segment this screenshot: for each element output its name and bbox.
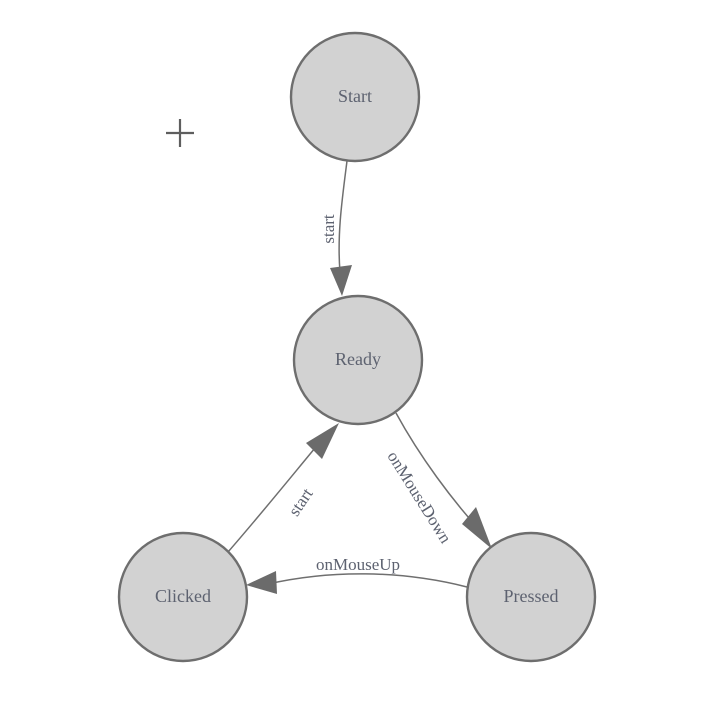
node-ready-label: Ready [335,349,381,369]
edge-path-clicked-to-ready[interactable] [227,441,321,553]
arrowhead-start-to-ready [330,265,352,296]
edge-pressed-to-clicked[interactable]: onMouseUp [246,555,468,594]
edge-label-pressed-to-clicked: onMouseUp [316,555,400,574]
edge-path-start-to-ready[interactable] [338,160,348,273]
node-clicked[interactable]: Clicked [117,531,249,663]
node-start-circle[interactable] [289,31,421,163]
arrowhead-clicked-to-ready [306,423,339,459]
edge-label-clicked-to-ready: start [285,484,317,519]
edge-clicked-to-ready[interactable]: start [227,423,339,553]
edge-start-to-ready[interactable]: start [319,160,352,296]
node-ready-circle[interactable] [292,294,424,426]
node-clicked-circle[interactable] [117,531,249,663]
edge-label-ready-to-pressed: onMouseDown [384,448,456,547]
node-clicked-label: Clicked [155,586,211,606]
node-ready[interactable]: Ready [292,294,424,426]
edge-path-pressed-to-clicked[interactable] [267,573,468,588]
node-pressed-circle[interactable] [465,531,597,663]
node-pressed[interactable]: Pressed [465,531,597,663]
crosshair-icon [166,119,194,147]
arrowhead-pressed-to-clicked [246,571,277,594]
node-start-label: Start [338,86,372,106]
node-start[interactable]: Start [289,31,421,163]
arrowhead-ready-to-pressed [462,507,492,549]
node-pressed-label: Pressed [504,586,559,606]
edge-ready-to-pressed[interactable]: onMouseDown [384,412,492,549]
edge-label-start-to-ready: start [319,214,338,244]
